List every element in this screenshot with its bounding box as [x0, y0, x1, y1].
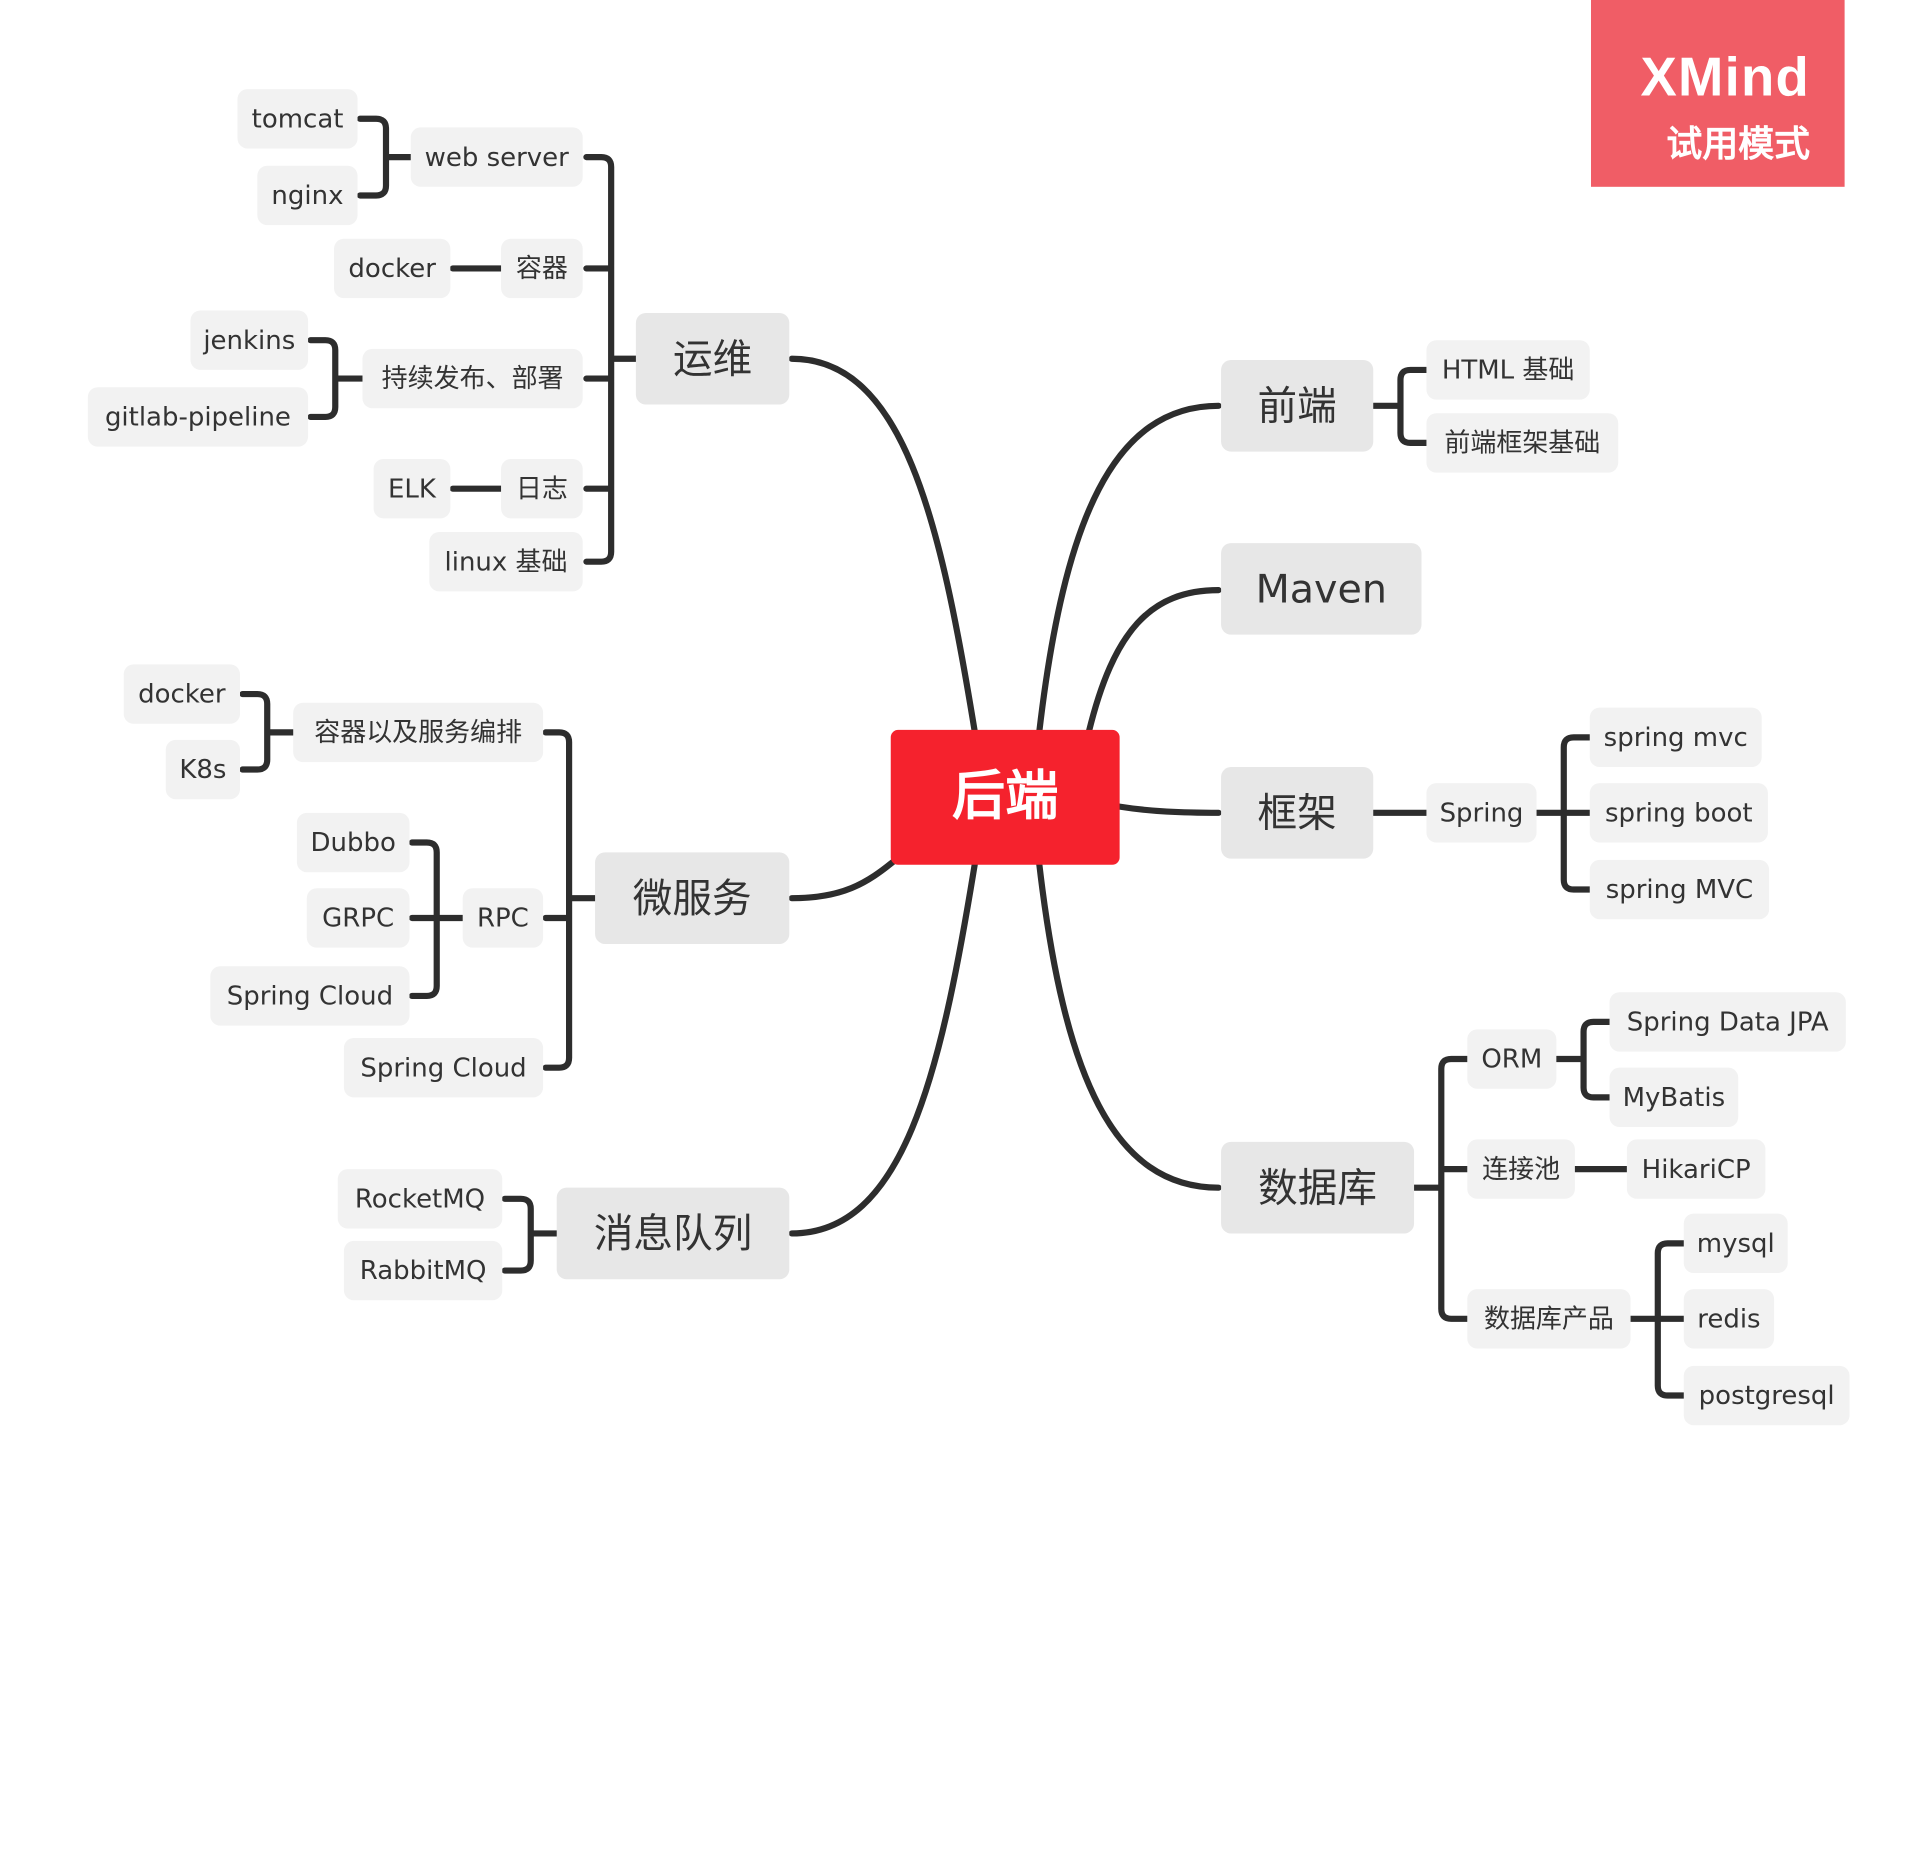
topic-rabbitmq[interactable]: RabbitMQ [343, 1240, 503, 1301]
link-spring-bracket [1533, 734, 1593, 893]
link-db-bracket [1410, 1055, 1471, 1322]
link-weifuwu-bracket [542, 729, 599, 1071]
link-root-kuangjia [1116, 803, 1222, 816]
watermark-title: XMind [1640, 47, 1810, 108]
topic-rizhi[interactable]: 日志 [501, 458, 583, 519]
topic-postgresql[interactable]: postgresql [1683, 1365, 1850, 1426]
topic-cicd[interactable]: 持续发布、部署 [362, 348, 583, 409]
xmind-trial-watermark: XMind 试用模式 [1590, 0, 1845, 187]
topic-mq[interactable]: 消息队列 [556, 1187, 790, 1280]
watermark-subtitle: 试用模式 [1666, 122, 1810, 165]
link-root-qianduan [1036, 402, 1222, 736]
link-mq-bracket [501, 1195, 560, 1274]
root-topic[interactable]: 后端 [890, 729, 1120, 865]
topic-spring-MVC[interactable]: spring MVC [1589, 859, 1770, 920]
link-orm-bracket [1553, 1018, 1613, 1101]
topic-rpc[interactable]: RPC [462, 888, 544, 948]
topic-weifuwu[interactable]: 微服务 [595, 852, 790, 944]
topic-rocketmq[interactable]: RocketMQ [337, 1169, 503, 1229]
link-root-yunwei [788, 355, 978, 736]
topic-gitlab-pipeline[interactable]: gitlab-pipeline [87, 387, 309, 447]
topic-spring-cloud[interactable]: Spring Cloud [343, 1037, 544, 1098]
topic-kuangjia[interactable]: 框架 [1221, 767, 1374, 859]
topic-hikaricp[interactable]: HikariCP [1626, 1139, 1766, 1199]
link-root-mq [788, 860, 978, 1237]
topic-html[interactable]: HTML 基础 [1426, 340, 1590, 400]
link-root-weifuwu [788, 855, 901, 902]
topic-k8s[interactable]: K8s [165, 739, 241, 800]
link-orch-bracket [239, 690, 297, 773]
topic-rongqi[interactable]: 容器 [501, 238, 583, 299]
link-yunwei-bracket [583, 154, 639, 565]
topic-elk[interactable]: ELK [373, 458, 451, 519]
topic-maven[interactable]: Maven [1221, 543, 1422, 635]
topic-spring[interactable]: Spring [1426, 783, 1537, 843]
link-root-maven [1085, 587, 1222, 736]
topic-nginx[interactable]: nginx [257, 165, 358, 226]
link-rpc-bracket [408, 839, 466, 1000]
topic-spring-mvc[interactable]: spring mvc [1589, 707, 1762, 768]
topic-qianduan[interactable]: 前端 [1221, 360, 1374, 452]
link-cicd-bracket [307, 337, 366, 421]
mind-map-connectors [239, 115, 1687, 1399]
topic-jenkins[interactable]: jenkins [190, 310, 309, 370]
topic-tomcat[interactable]: tomcat [237, 89, 358, 149]
topic-db[interactable]: 数据库 [1221, 1141, 1415, 1234]
topic-spring-boot[interactable]: spring boot [1589, 783, 1768, 843]
link-products-bracket [1627, 1240, 1687, 1399]
topic-orm[interactable]: ORM [1467, 1029, 1557, 1089]
topic-db-products[interactable]: 数据库产品 [1467, 1289, 1631, 1349]
topic-dubbo[interactable]: Dubbo [296, 812, 410, 873]
topic-docker-ms[interactable]: docker [123, 664, 241, 724]
link-webserver-bracket [356, 115, 414, 199]
topic-mybatis[interactable]: MyBatis [1609, 1067, 1739, 1128]
topic-linux[interactable]: linux 基础 [429, 531, 583, 592]
topic-pool[interactable]: 连接池 [1467, 1139, 1575, 1199]
topic-fe-framework[interactable]: 前端框架基础 [1426, 413, 1619, 473]
link-root-db [1036, 860, 1222, 1191]
topic-redis[interactable]: redis [1683, 1289, 1775, 1349]
topic-spring-data-jpa[interactable]: Spring Data JPA [1609, 992, 1846, 1052]
topic-spring-cloud-rpc[interactable]: Spring Cloud [210, 966, 410, 1026]
topic-orchestration[interactable]: 容器以及服务编排 [293, 702, 544, 763]
link-qianduan-bracket [1370, 366, 1430, 446]
topic-yunwei[interactable]: 运维 [635, 313, 790, 405]
topic-mysql[interactable]: mysql [1683, 1213, 1788, 1274]
topic-grpc[interactable]: GRPC [306, 888, 410, 948]
topic-web-server[interactable]: web server [410, 127, 583, 187]
topic-docker-ops[interactable]: docker [334, 238, 451, 299]
